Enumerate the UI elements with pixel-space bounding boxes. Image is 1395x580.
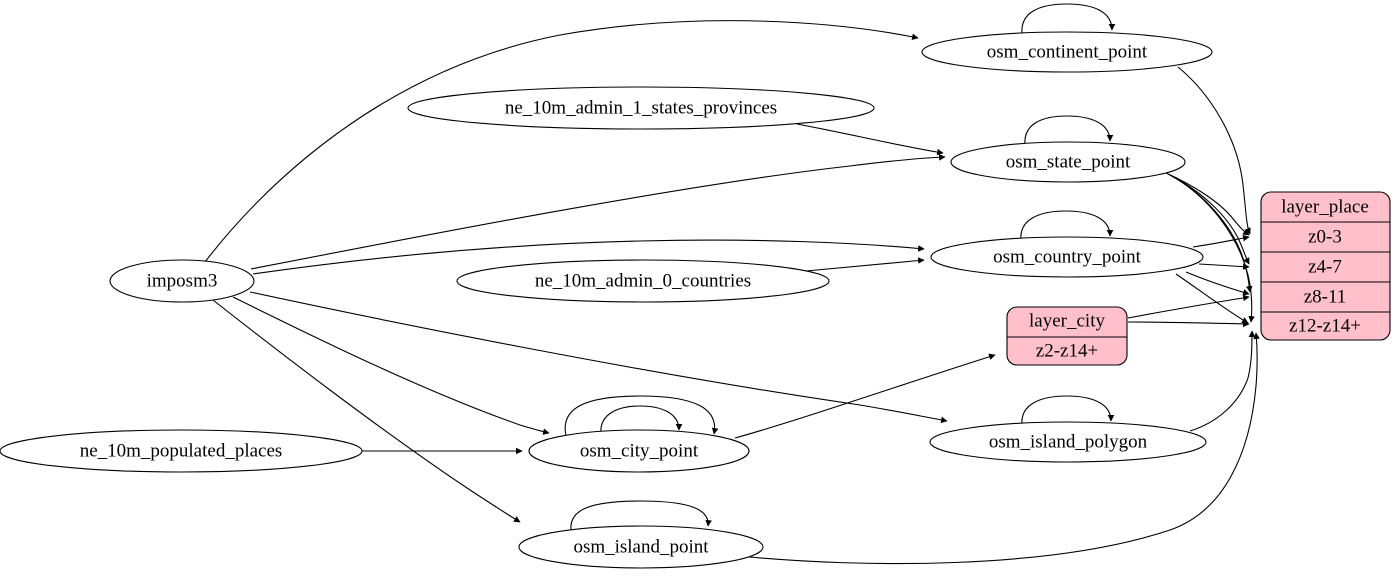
edge-imposm3-to-osm-city-point: [232, 296, 550, 435]
node-ne-10m-populated-places-label: ne_10m_populated_places: [80, 440, 283, 461]
edge-state-to-z8-11: [1169, 174, 1253, 293]
node-osm-continent-point-shape[interactable]: [921, 31, 1213, 73]
node-layer: imposm3 ne_10m_populated_places ne_10m_a…: [0, 31, 1213, 569]
edge-layer-city-to-z8-11: [1127, 294, 1250, 319]
node-osm-city-point-label: osm_city_point: [580, 440, 699, 461]
node-osm-country-point-shape[interactable]: [930, 236, 1204, 278]
node-imposm3[interactable]: imposm3: [109, 259, 255, 303]
node-layer-city-row-z2-z14[interactable]: z2-z14+: [1036, 340, 1098, 361]
node-layer-city-header: layer_city: [1029, 310, 1105, 331]
edge-country-to-z0-3: [1192, 234, 1250, 248]
node-ne-10m-admin-1-states-provinces-label: ne_10m_admin_1_states_provinces: [505, 97, 777, 118]
node-osm-city-point-shape[interactable]: [528, 429, 750, 473]
edge-country-to-z4-7: [1198, 263, 1250, 270]
edge-self-osm-island-point: [570, 500, 712, 531]
node-layer-city[interactable]: layer_city z2-z14+: [1006, 306, 1128, 366]
node-ne-10m-admin-0-countries-label: ne_10m_admin_0_countries: [535, 270, 751, 291]
node-osm-continent-point[interactable]: osm_continent_point: [921, 31, 1213, 73]
edge-island-polygon-to-z12-z14: [1189, 330, 1256, 432]
edge-self-osm-city-point-inner: [600, 405, 683, 435]
edge-self-osm-state-point: [1024, 115, 1114, 146]
node-layer-place-header: layer_place: [1281, 196, 1369, 217]
edge-continent-to-z0-3: [1177, 66, 1251, 235]
node-ne-10m-admin-1-states-provinces[interactable]: ne_10m_admin_1_states_provinces: [407, 86, 875, 130]
node-layer-place[interactable]: layer_place z0-3 z4-7 z8-11 z12-z14+: [1260, 191, 1391, 341]
node-ne-10m-populated-places[interactable]: ne_10m_populated_places: [0, 429, 363, 473]
node-osm-island-point[interactable]: osm_island_point: [518, 525, 764, 569]
edge-country-to-z8-11: [1185, 271, 1250, 296]
node-imposm3-label: imposm3: [147, 270, 218, 291]
node-osm-state-point-label: osm_state_point: [1006, 151, 1131, 172]
edge-island-point-to-z12-z14: [738, 332, 1260, 565]
edge-self-osm-city-point-outer: [564, 395, 719, 437]
node-layer-place-row-z12-z14[interactable]: z12-z14+: [1289, 315, 1361, 336]
node-osm-country-point-label: osm_country_point: [993, 246, 1141, 267]
node-osm-island-polygon-label: osm_island_polygon: [989, 431, 1148, 452]
node-osm-country-point[interactable]: osm_country_point: [930, 236, 1204, 278]
node-ne-10m-populated-places-shape[interactable]: [0, 429, 363, 473]
node-osm-continent-point-label: osm_continent_point: [987, 41, 1148, 62]
node-layer-place-box[interactable]: [1260, 191, 1391, 341]
node-osm-island-polygon[interactable]: osm_island_polygon: [929, 421, 1207, 463]
node-ne-10m-admin-0-countries[interactable]: ne_10m_admin_0_countries: [456, 259, 830, 303]
edge-self-osm-country-point: [1020, 210, 1114, 241]
node-layer-place-row-z4-7[interactable]: z4-7: [1308, 256, 1342, 277]
edge-country-to-z12-z14: [1175, 273, 1249, 324]
edge-layer: [204, 3, 1260, 565]
edge-self-osm-island-polygon: [1021, 395, 1115, 426]
edge-imposm3-to-osm-continent-point: [204, 20, 919, 263]
node-osm-city-point[interactable]: osm_city_point: [528, 429, 750, 473]
node-layer-place-row-z8-11[interactable]: z8-11: [1304, 286, 1347, 307]
edge-ne-admin0-to-osm-country-point: [805, 257, 925, 272]
node-osm-island-point-label: osm_island_point: [573, 536, 709, 557]
edge-imposm3-to-osm-island-polygon: [249, 291, 948, 424]
record-node-layer: layer_place z0-3 z4-7 z8-11 z12-z14+ lay…: [1006, 191, 1391, 366]
node-osm-island-point-shape[interactable]: [518, 525, 764, 569]
node-ne-10m-admin-0-countries-shape[interactable]: [456, 259, 830, 303]
edge-imposm3-to-osm-country-point: [252, 239, 925, 275]
edge-imposm3-to-osm-island-point: [212, 299, 521, 523]
edge-state-to-z4-7: [1167, 173, 1250, 265]
edge-layer-city-to-z12-z14: [1127, 320, 1250, 328]
edge-self-osm-continent-point: [1021, 3, 1116, 35]
node-layer-city-box[interactable]: [1006, 306, 1128, 366]
node-imposm3-shape[interactable]: [109, 259, 255, 303]
edge-imposm3-to-osm-state-point: [250, 153, 946, 270]
edge-ne-admin1-to-osm-state-point: [796, 123, 944, 156]
node-osm-island-polygon-shape[interactable]: [929, 421, 1207, 463]
edge-state-to-z0-3: [1165, 172, 1250, 236]
node-layer-place-row-z0-3[interactable]: z0-3: [1308, 226, 1342, 247]
edge-city-to-layer-city: [734, 353, 996, 439]
node-ne-10m-admin-1-states-provinces-shape[interactable]: [407, 86, 875, 130]
node-osm-state-point[interactable]: osm_state_point: [950, 141, 1186, 183]
node-osm-state-point-shape[interactable]: [950, 141, 1186, 183]
